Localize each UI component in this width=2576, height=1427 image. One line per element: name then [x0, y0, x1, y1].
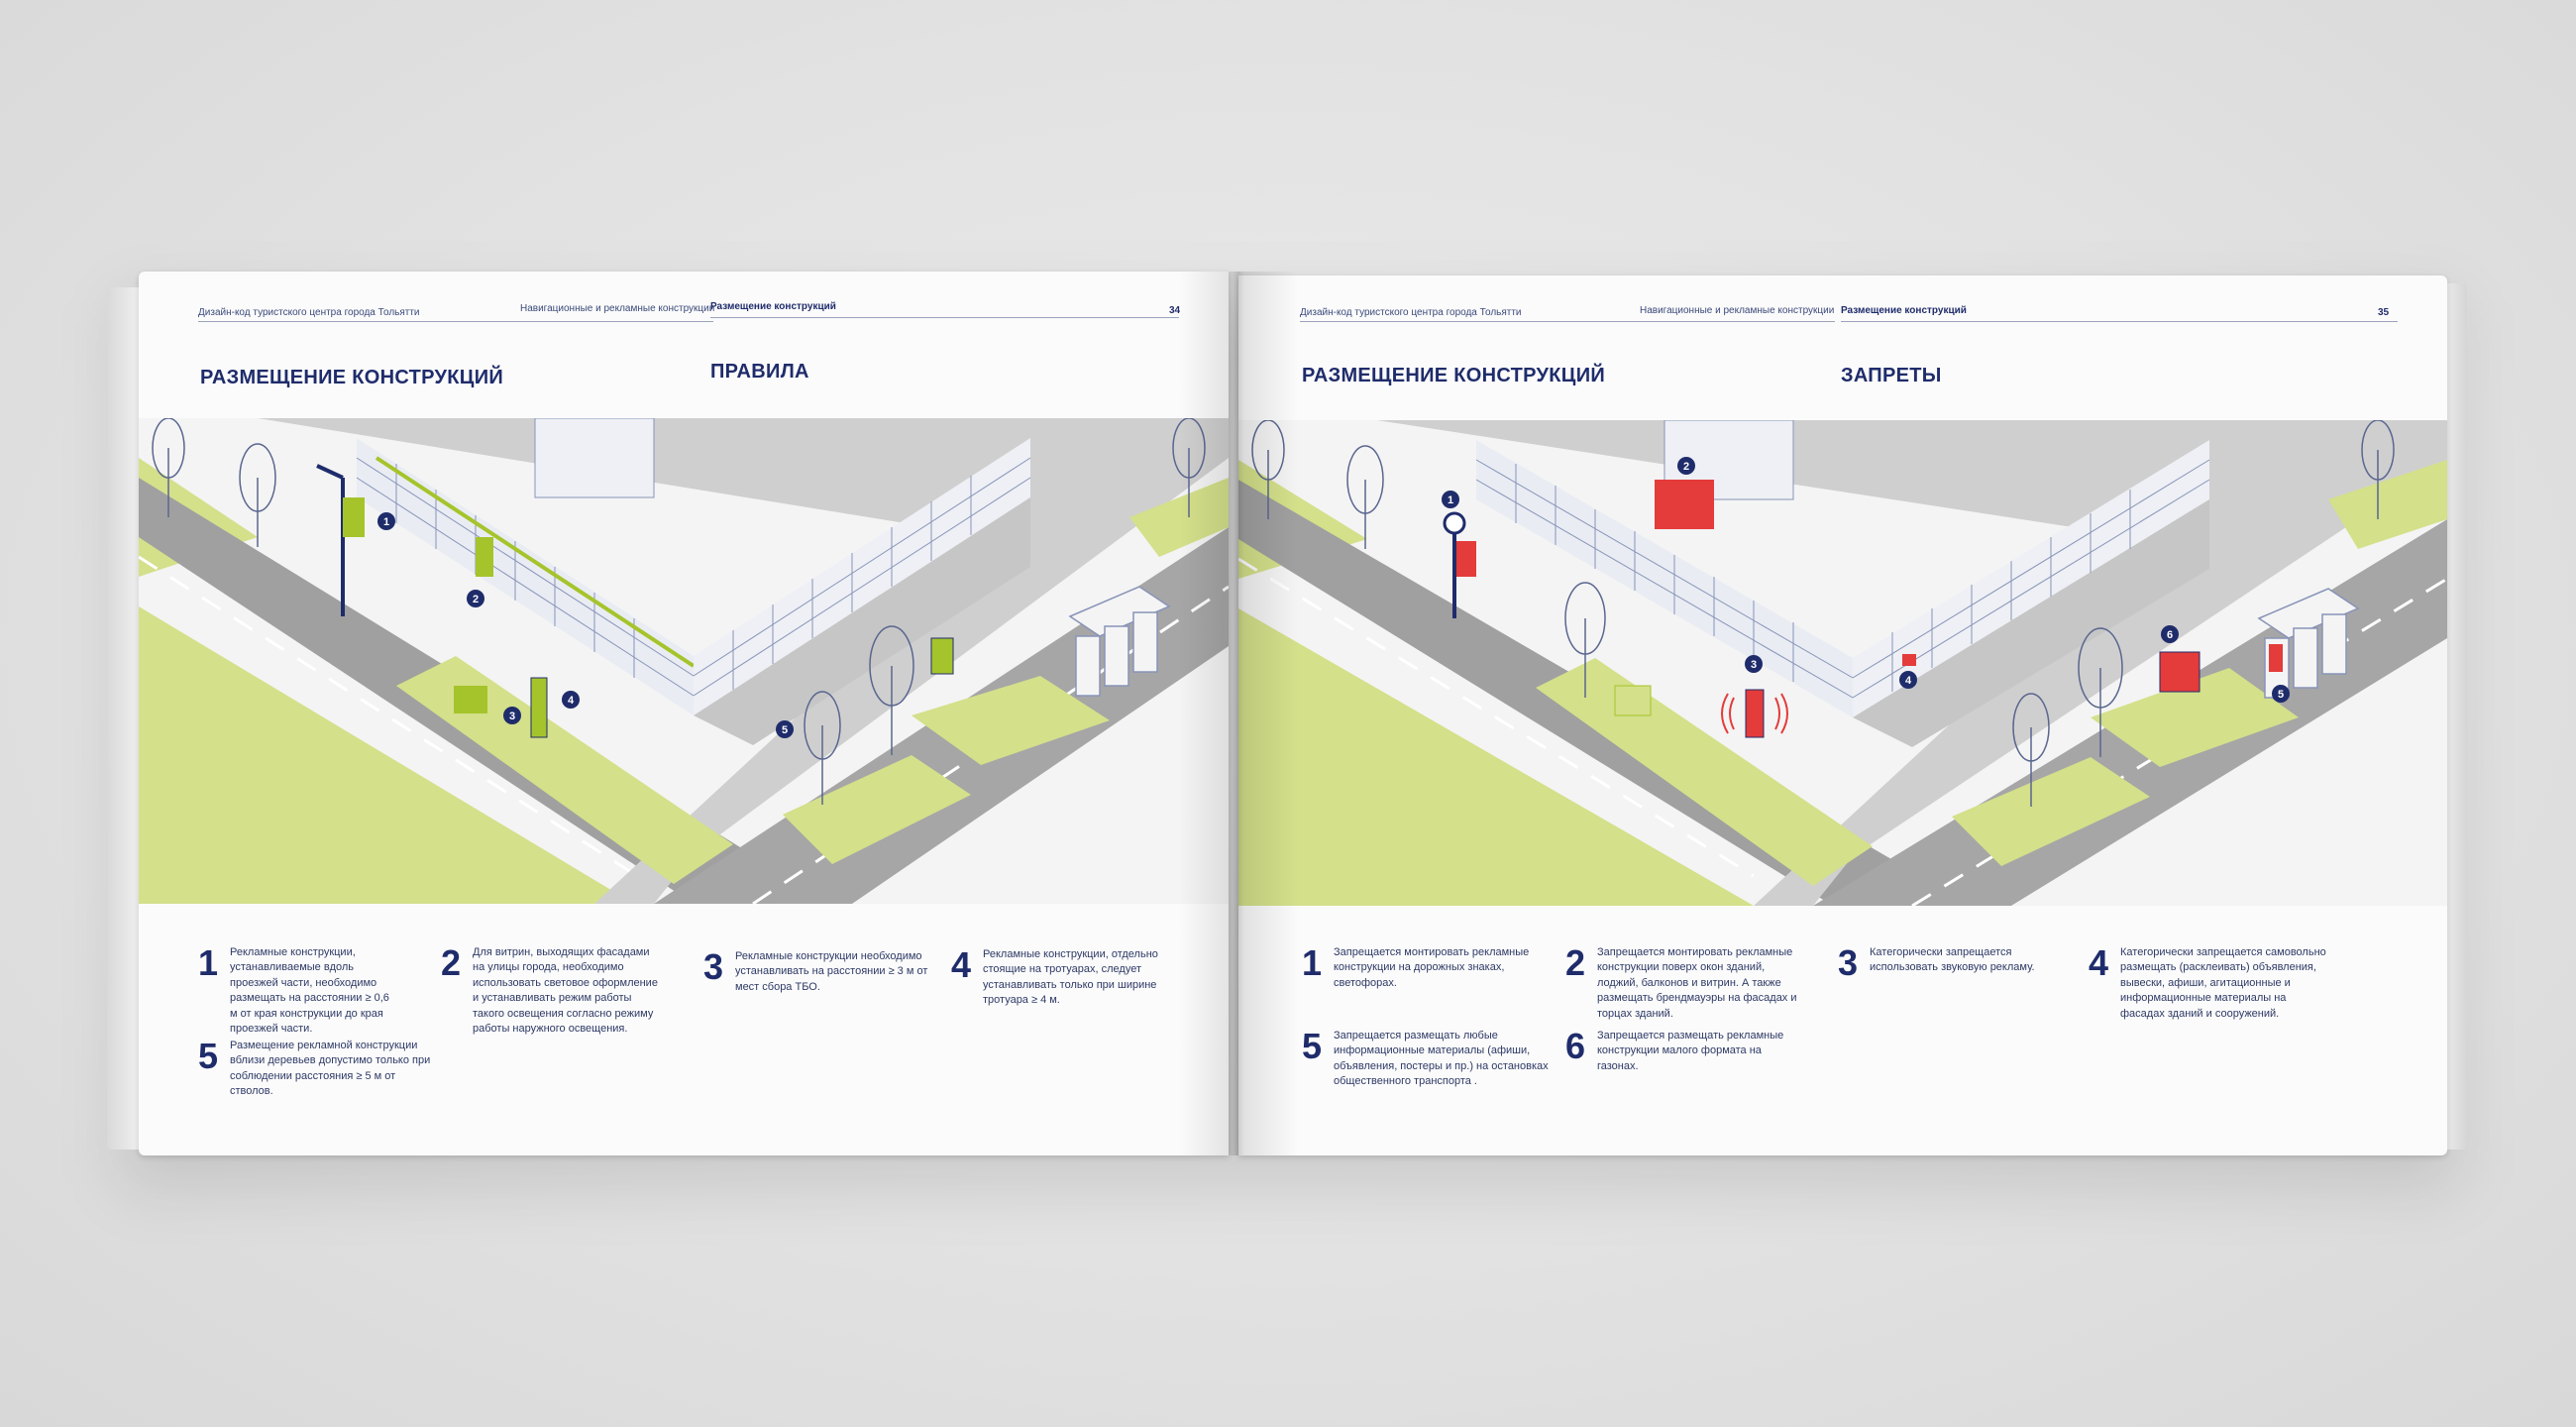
rule-item: 4 Рекламные конструкции, отдельно стоящи…: [951, 947, 1189, 1009]
rule-item: 5 Запрещается размещать любые информацио…: [1302, 1029, 1559, 1090]
marker: 4: [568, 695, 575, 707]
street-illustration-rules: 1 2 3 4 5: [139, 418, 1229, 904]
page-subheading: ЗАПРЕТЫ: [1841, 365, 1942, 386]
rule-text: Рекламные конструкции, устанавливаемые в…: [230, 946, 389, 1035]
rule-item: 4 Категорически запрещается самовольно р…: [2089, 945, 2326, 1022]
rule-text: Размещение рекламной конструкции вблизи …: [230, 1040, 431, 1098]
marker: 3: [1751, 659, 1757, 671]
rule-text: Категорически запрещается использовать з…: [1870, 946, 2035, 974]
rule-number: 6: [1565, 1026, 1586, 1066]
rule-item: 6 Запрещается размещать рекламные констр…: [1565, 1029, 1803, 1074]
marker: 4: [1905, 675, 1912, 687]
marker: 5: [2278, 689, 2284, 701]
rule-item: 1 Запрещается монтировать рекламные конс…: [1302, 945, 1530, 991]
left-page: Дизайн-код туристского центра города Тол…: [139, 272, 1229, 1155]
rule-number: 2: [441, 942, 462, 983]
rule-number: 3: [703, 946, 724, 987]
marker: 1: [1448, 494, 1453, 506]
page-heading: РАЗМЕЩЕНИЕ КОНСТРУКЦИЙ: [200, 367, 504, 388]
rule-text: Рекламные конструкции необходимо устанав…: [735, 950, 928, 993]
rule-number: 1: [1302, 942, 1323, 983]
rule-text: Запрещается размещать рекламные конструк…: [1597, 1030, 1784, 1072]
marker: 2: [1683, 461, 1689, 473]
rule-text: Запрещается монтировать рекламные констр…: [1597, 946, 1797, 1020]
marker: 2: [473, 594, 479, 605]
rule-text: Категорически запрещается самовольно раз…: [2120, 946, 2326, 1020]
rule-text: Рекламные конструкции, отдельно стоящие …: [983, 948, 1158, 1007]
rule-text: Для витрин, выходящих фасадами на улицы …: [473, 946, 658, 1035]
header-rule: [198, 321, 713, 322]
doc-title: Дизайн-код туристского центра города Тол…: [198, 307, 420, 318]
marker: 3: [509, 711, 515, 722]
marker: 1: [383, 516, 389, 528]
header-rule: [710, 317, 1179, 318]
section-title: Навигационные и рекламные конструкции: [1640, 305, 1835, 316]
subsection-title: Размещение конструкций: [1841, 305, 1967, 316]
page-stack-left: [107, 287, 143, 1150]
marker: 6: [2167, 629, 2173, 641]
rule-item: 3 Рекламные конструкции необходимо устан…: [703, 949, 931, 995]
header-rule: [1300, 321, 1835, 322]
marker: 5: [782, 724, 788, 736]
page-heading: РАЗМЕЩЕНИЕ КОНСТРУКЦИЙ: [1302, 365, 1606, 386]
rule-item: 2 Для витрин, выходящих фасадами на улиц…: [441, 945, 659, 1037]
rule-text: Запрещается монтировать рекламные констр…: [1334, 946, 1530, 989]
page-subheading: ПРАВИЛА: [710, 361, 809, 383]
rule-item: 5 Размещение рекламной конструкции вблиз…: [198, 1039, 436, 1100]
page-number: 34: [1169, 305, 1181, 316]
section-title: Навигационные и рекламные конструкции: [520, 303, 715, 314]
rule-number: 5: [198, 1036, 219, 1076]
header-rule: [1841, 321, 2398, 322]
rule-number: 2: [1565, 942, 1586, 983]
rule-number: 4: [2089, 942, 2109, 983]
rule-number: 4: [951, 944, 972, 985]
rule-number: 3: [1838, 942, 1859, 983]
right-page: Дизайн-код туристского центра города Тол…: [1238, 275, 2447, 1155]
doc-title: Дизайн-код туристского центра города Тол…: [1300, 307, 1522, 318]
rule-item: 3 Категорически запрещается использовать…: [1838, 945, 2066, 981]
subsection-title: Размещение конструкций: [710, 301, 836, 312]
rule-item: 2 Запрещается монтировать рекламные конс…: [1565, 945, 1803, 1022]
rule-text: Запрещается размещать любые информационн…: [1334, 1030, 1549, 1088]
street-illustration-prohibitions: 2 1 3 4 5 6: [1238, 420, 2447, 906]
rule-number: 5: [1302, 1026, 1323, 1066]
page-number: 35: [2378, 307, 2390, 318]
rule-number: 1: [198, 942, 219, 983]
rule-item: 1 Рекламные конструкции, устанавливаемые…: [198, 945, 396, 1037]
